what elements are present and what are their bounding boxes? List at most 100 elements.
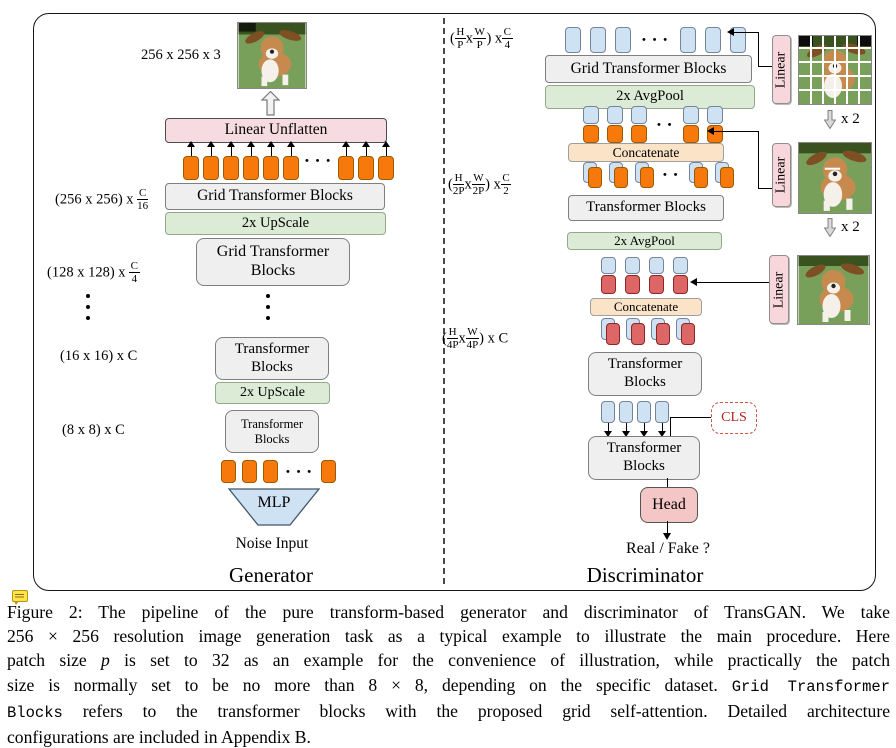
ellipsis: • • • (286, 465, 314, 478)
mlp-trapezoid (228, 488, 320, 526)
up-arrow-icon (207, 141, 215, 156)
concatenate-box: Concatenate (590, 298, 702, 316)
real-fake-label: Real / Fake ? (626, 540, 710, 557)
linear-unflatten-box: Linear Unflatten (165, 118, 387, 143)
linear-box: Linear (772, 35, 791, 104)
up-arrow-icon (342, 141, 351, 156)
caption-line: patch size p is set to 32 as an example … (7, 650, 890, 671)
token (263, 460, 278, 483)
grid-transformer-blocks-box: Grid Transformer Blocks (545, 55, 752, 83)
cls-token-box: CLS (711, 402, 757, 434)
transformer-blocks-box: Transformer Blocks (588, 436, 700, 480)
token (649, 275, 664, 294)
generator-token-row: • • • (183, 141, 395, 180)
connector-line (758, 66, 772, 67)
arrowhead-down-icon (663, 533, 671, 540)
grid-transformer-blocks-box: Grid Transformer Blocks (196, 238, 350, 286)
up-arrow-icon (187, 141, 195, 156)
upscale-box: 2x UpScale (215, 382, 330, 404)
connector-line (697, 282, 769, 283)
token (378, 156, 395, 180)
token (631, 106, 647, 124)
arrowhead-left-icon (707, 127, 714, 135)
transformer-blocks-box: Transformer Blocks (215, 337, 329, 380)
token (565, 27, 581, 53)
token (619, 401, 633, 423)
token (243, 156, 259, 180)
up-arrow-icon (267, 141, 275, 156)
generator-dim-label-3: (16 x 16) x C (60, 348, 138, 364)
token (683, 125, 700, 143)
token (673, 275, 688, 294)
down-arrow-icon (622, 423, 630, 437)
caption-line: 256 × 256 resolution image generation ta… (7, 626, 890, 647)
caption-line: size is normally set to be no more than … (7, 674, 890, 696)
token (183, 156, 199, 180)
transformer-blocks-box: Transformer Blocks (588, 352, 702, 396)
token (694, 167, 709, 188)
token (221, 460, 236, 483)
dog-image (798, 142, 872, 214)
downsample-x2: x 2 (824, 218, 860, 237)
up-arrow-icon (247, 141, 255, 156)
token (681, 323, 695, 345)
caption-line: Figure 2: The pipeline of the pure trans… (7, 602, 890, 622)
token (242, 460, 257, 483)
token (358, 156, 375, 180)
cls-token-row (601, 401, 669, 437)
down-block-arrow-icon (824, 110, 836, 129)
token (625, 275, 640, 294)
token (707, 106, 724, 124)
arrowhead-left-icon (727, 28, 734, 36)
token (601, 275, 616, 294)
discriminator-token-row-top: • • • (565, 27, 747, 53)
token (720, 167, 735, 188)
token (283, 156, 299, 180)
token (203, 156, 219, 180)
down-arrow-icon (658, 423, 666, 437)
vertical-ellipsis (266, 294, 270, 320)
connector-line (667, 478, 668, 487)
connector-line (758, 188, 772, 189)
arrowhead-left-icon (690, 278, 697, 286)
comment-annotation-icon[interactable] (12, 590, 28, 605)
token (590, 27, 606, 53)
down-arrow-icon (604, 423, 612, 437)
token (583, 125, 599, 143)
token (625, 257, 640, 274)
caption-line: configurations are included in Appendix … (7, 727, 311, 748)
token (601, 257, 616, 274)
noise-token-row: • • • (221, 460, 337, 483)
gridded-dog-image (798, 35, 872, 105)
overlap-token-row (601, 318, 695, 345)
token (588, 167, 602, 188)
stacked-token-row: • • (583, 106, 724, 143)
ellipsis: • • • (642, 34, 670, 46)
stacked-token-row (601, 257, 688, 294)
dog-image (797, 255, 870, 325)
token (607, 125, 623, 143)
token (637, 401, 651, 423)
connector-line (670, 417, 711, 418)
token (321, 460, 337, 483)
transformer-blocks-box: Transformer Blocks (568, 195, 724, 221)
down-block-arrow-icon (824, 218, 836, 237)
connector-line (670, 417, 671, 437)
token (673, 257, 688, 274)
downsample-x2: x 2 (824, 110, 860, 129)
token (631, 323, 645, 345)
linear-box: Linear (772, 143, 791, 207)
token (223, 156, 239, 180)
transformer-blocks-box: Transformer Blocks (225, 410, 319, 453)
token (601, 401, 615, 423)
token (655, 401, 669, 423)
token (683, 106, 700, 124)
up-block-arrow-icon (261, 91, 280, 116)
head-box: Head (640, 487, 698, 523)
generator-dim-label-4: (8 x 8) x C (62, 422, 125, 438)
token (640, 167, 654, 188)
generated-dog-image (237, 22, 307, 89)
